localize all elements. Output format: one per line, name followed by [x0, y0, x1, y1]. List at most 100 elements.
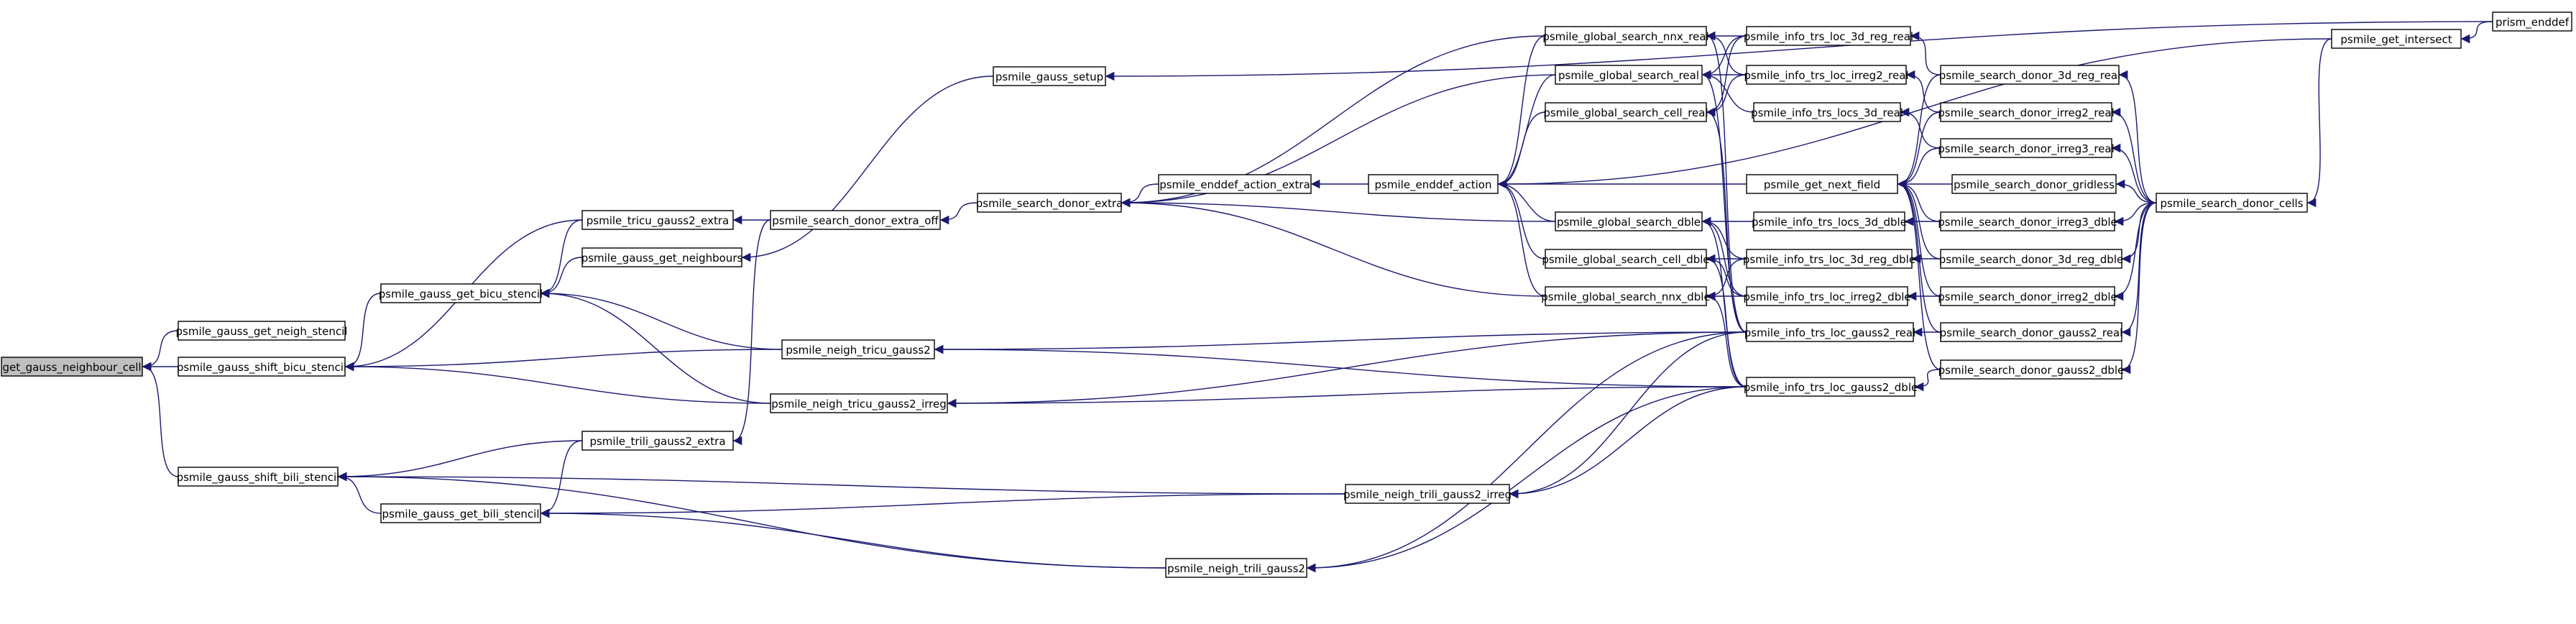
- graph-node[interactable]: psmile_neigh_trili_gauss2: [1165, 558, 1307, 578]
- graph-node[interactable]: psmile_gauss_get_neighbours: [581, 247, 743, 267]
- graph-node[interactable]: psmile_tricu_gauss2_extra: [581, 210, 734, 230]
- call-edge: [947, 386, 1747, 408]
- call-edge: [1706, 254, 1747, 387]
- graph-node[interactable]: psmile_global_search_nnx_real: [1542, 26, 1709, 46]
- graph-node[interactable]: psmile_info_trs_locs_3d_dble: [1752, 211, 1907, 231]
- graph-node[interactable]: psmile_global_search_nnx_dble: [1541, 286, 1711, 306]
- graph-node[interactable]: psmile_info_trs_loc_gauss2_dble: [1744, 377, 1918, 397]
- graph-node[interactable]: psmile_search_donor_extra_off: [770, 210, 941, 230]
- call-edge: [1905, 70, 1941, 113]
- call-edge: [1910, 31, 1941, 75]
- node-label: psmile_info_trs_loc_irreg2_real: [1744, 69, 1908, 83]
- node-box: [1545, 102, 1707, 122]
- graph-node[interactable]: psmile_search_donor_irreg2_real: [1938, 102, 2115, 122]
- graph-node[interactable]: psmile_neigh_tricu_gauss2_irreg: [770, 393, 948, 413]
- call-edge: [1897, 179, 1941, 260]
- node-label: psmile_search_donor_gridless: [1954, 178, 2115, 192]
- graph-node[interactable]: psmile_get_next_field: [1746, 174, 1898, 194]
- graph-node[interactable]: psmile_info_trs_loc_irreg2_dble: [1743, 286, 1911, 306]
- node-box: [1368, 174, 1499, 194]
- node-label: psmile_global_search_nnx_dble: [1541, 290, 1710, 304]
- graph-node[interactable]: psmile_gauss_get_bili_stencil: [380, 503, 541, 523]
- graph-node[interactable]: psmile_get_intersect: [2331, 29, 2462, 49]
- node-box: [1746, 174, 1898, 194]
- graph-node[interactable]: psmile_search_donor_cells: [2156, 193, 2308, 213]
- graph-node[interactable]: psmile_neigh_trili_gauss2_irreg: [1343, 484, 1512, 504]
- call-edge: [1306, 331, 1747, 573]
- call-edge: [1497, 111, 1546, 189]
- node-box: [1555, 211, 1703, 231]
- graph-node[interactable]: psmile_gauss_setup: [993, 66, 1106, 86]
- node-label: psmile_get_intersect: [2340, 33, 2452, 47]
- graph-node[interactable]: psmile_trili_gauss2_extra: [581, 431, 734, 451]
- call-edge: [540, 288, 783, 350]
- node-box: [1345, 484, 1510, 504]
- graph-node[interactable]: prism_enddef: [2492, 12, 2572, 32]
- node-box: [1940, 359, 2122, 380]
- graph-node[interactable]: psmile_info_trs_loc_gauss2_real: [1744, 322, 1915, 342]
- graph-node[interactable]: psmile_global_search_cell_dble: [1542, 249, 1710, 269]
- node-label: psmile_gauss_get_neighbours: [581, 252, 743, 265]
- call-edge: [1509, 386, 1747, 499]
- call-edge: [1897, 147, 1941, 189]
- node-box: [1545, 249, 1707, 269]
- graph-node[interactable]: psmile_global_search_cell_real: [1543, 102, 1708, 122]
- graph-node[interactable]: psmile_gauss_shift_bili_stencil: [177, 467, 340, 487]
- graph-node[interactable]: psmile_enddef_action: [1368, 174, 1499, 194]
- graph-node[interactable]: psmile_gauss_get_neigh_stencil: [176, 321, 348, 341]
- node-label: psmile_search_donor_irreg2_real: [1938, 106, 2115, 120]
- node-box: [1545, 26, 1707, 46]
- node-label: psmile_gauss_get_bicu_stencil: [379, 288, 543, 301]
- call-edge: [1706, 107, 1747, 333]
- call-edge: [2115, 179, 2157, 203]
- node-box: [1940, 138, 2112, 158]
- node-box: [178, 357, 346, 377]
- call-edge: [1497, 179, 1546, 297]
- call-edge: [2114, 202, 2157, 226]
- node-box: [581, 431, 734, 451]
- graph-node[interactable]: psmile_info_trs_locs_3d_real: [1751, 102, 1903, 122]
- node-label: psmile_info_trs_loc_irreg2_dble: [1743, 290, 1910, 304]
- node-label: psmile_search_donor_irreg2_dble: [1938, 290, 2117, 304]
- node-box: [581, 247, 742, 267]
- node-label: psmile_info_trs_loc_3d_reg_dble: [1743, 253, 1915, 267]
- graph-node[interactable]: psmile_gauss_get_bicu_stencil: [379, 283, 543, 303]
- call-edge: [1121, 198, 1546, 297]
- graph-node[interactable]: psmile_global_search_dble: [1555, 211, 1703, 231]
- graph-node[interactable]: psmile_search_donor_gauss2_real: [1940, 322, 2123, 342]
- graph-node[interactable]: get_gauss_neighbour_cell: [1, 357, 143, 377]
- graph-node[interactable]: psmile_search_donor_3d_reg_dble: [1939, 249, 2123, 269]
- graph-node[interactable]: psmile_search_donor_3d_reg_real: [1939, 65, 2120, 85]
- graph-node[interactable]: psmile_search_donor_extra: [976, 193, 1123, 213]
- node-layer: get_gauss_neighbour_cell psmile_gauss_get…: [1, 12, 2572, 578]
- call-edge: [1121, 183, 1159, 208]
- call-edge: [1914, 369, 1941, 392]
- node-label: psmile_neigh_tricu_gauss2: [786, 344, 930, 357]
- graph-node[interactable]: psmile_search_donor_gridless: [1951, 174, 2117, 194]
- node-label: psmile_tricu_gauss2_extra: [586, 214, 729, 228]
- call-edge: [1509, 331, 1747, 499]
- call-edge: [1105, 21, 2493, 81]
- graph-node[interactable]: psmile_info_trs_loc_3d_reg_real: [1744, 26, 1913, 46]
- node-box: [1940, 102, 2112, 122]
- graph-node[interactable]: psmile_neigh_tricu_gauss2: [781, 339, 935, 359]
- graph-node[interactable]: psmile_enddef_action_extra: [1158, 174, 1312, 194]
- call-edge: [142, 330, 179, 372]
- node-box: [977, 193, 1122, 213]
- graph-node[interactable]: psmile_search_donor_irreg3_dble: [1938, 211, 2117, 231]
- call-edge: [934, 331, 1747, 354]
- graph-node[interactable]: psmile_search_donor_irreg2_dble: [1938, 286, 2117, 306]
- node-label: psmile_info_trs_loc_gauss2_dble: [1744, 381, 1918, 395]
- graph-node[interactable]: psmile_search_donor_irreg3_real: [1938, 138, 2115, 158]
- node-box: [993, 66, 1106, 86]
- call-edge: [2306, 38, 2332, 208]
- call-edge: [2121, 202, 2157, 375]
- call-edge: [1497, 179, 1556, 222]
- graph-node[interactable]: psmile_info_trs_loc_irreg2_real: [1744, 65, 1909, 85]
- graph-node[interactable]: psmile_search_donor_gauss2_dble: [1938, 359, 2125, 380]
- graph-node[interactable]: psmile_info_trs_loc_3d_reg_dble: [1743, 249, 1915, 269]
- graph-node[interactable]: psmile_global_search_real: [1555, 65, 1703, 85]
- node-box: [1753, 211, 1905, 231]
- graph-node[interactable]: psmile_gauss_shift_bicu_stencil: [177, 357, 346, 377]
- node-box: [1951, 174, 2117, 194]
